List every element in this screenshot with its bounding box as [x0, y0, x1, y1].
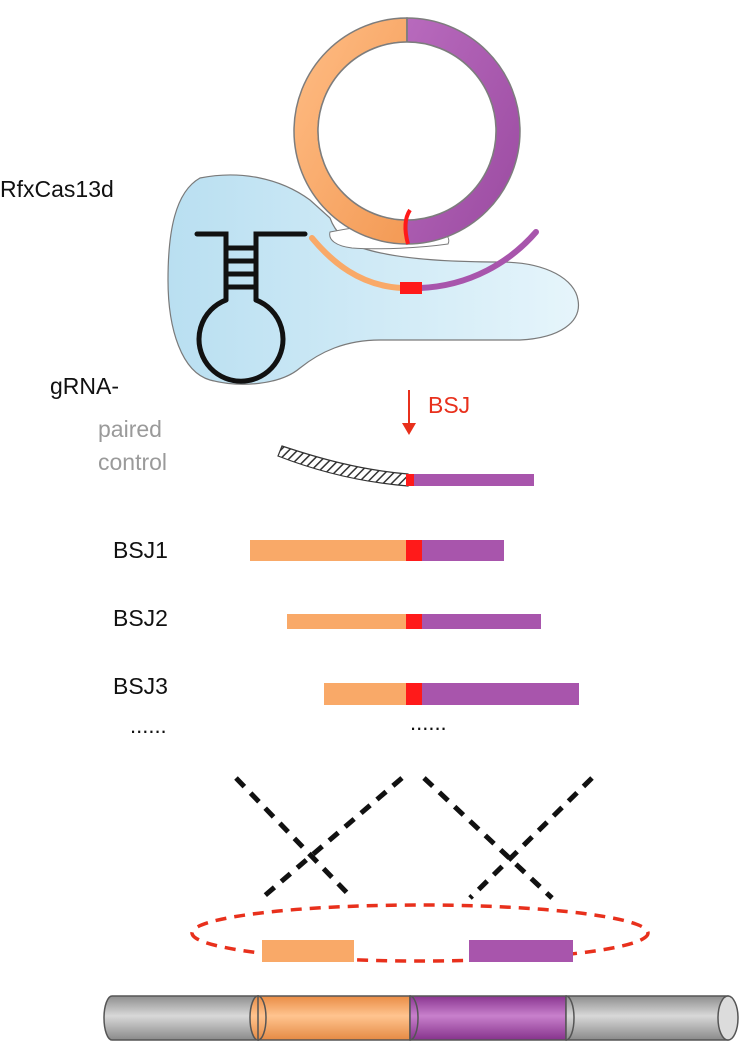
ellipsis-right: ...... [410, 710, 447, 735]
bsj3-label: BSJ3 [113, 673, 168, 699]
hatched-segment [277, 445, 409, 487]
bound-target-strand [309, 229, 539, 294]
bsj3-bar [324, 683, 579, 705]
backsplice-dashed-lines [234, 776, 594, 900]
circularization-ellipse [190, 903, 650, 963]
grna-label: gRNA- [50, 373, 120, 399]
circrna-ring [293, 17, 521, 245]
grna-hairpin [194, 231, 308, 384]
ellipsis-left: ...... [130, 713, 167, 738]
bsj1-bar [250, 540, 504, 561]
exon-purple-segment [469, 940, 573, 962]
exon-orange-segment [262, 940, 354, 962]
paired-control-bar [277, 445, 534, 487]
bsj-arrow [402, 390, 416, 435]
bsj-marker-label: BSJ [428, 392, 471, 418]
paired-control-label-line2: control [98, 449, 168, 475]
paired-control-label-line1: paired [98, 416, 162, 442]
bsj2-label: BSJ2 [113, 605, 168, 631]
circrna-bsj-red-mark [403, 208, 412, 245]
bsj1-label: BSJ1 [113, 537, 168, 563]
circrna-inner-edge [317, 41, 497, 221]
rfxcas13d-label: RfxCas13d [0, 176, 114, 202]
bsj2-bar [287, 614, 541, 629]
premrna-tube [103, 995, 739, 1041]
